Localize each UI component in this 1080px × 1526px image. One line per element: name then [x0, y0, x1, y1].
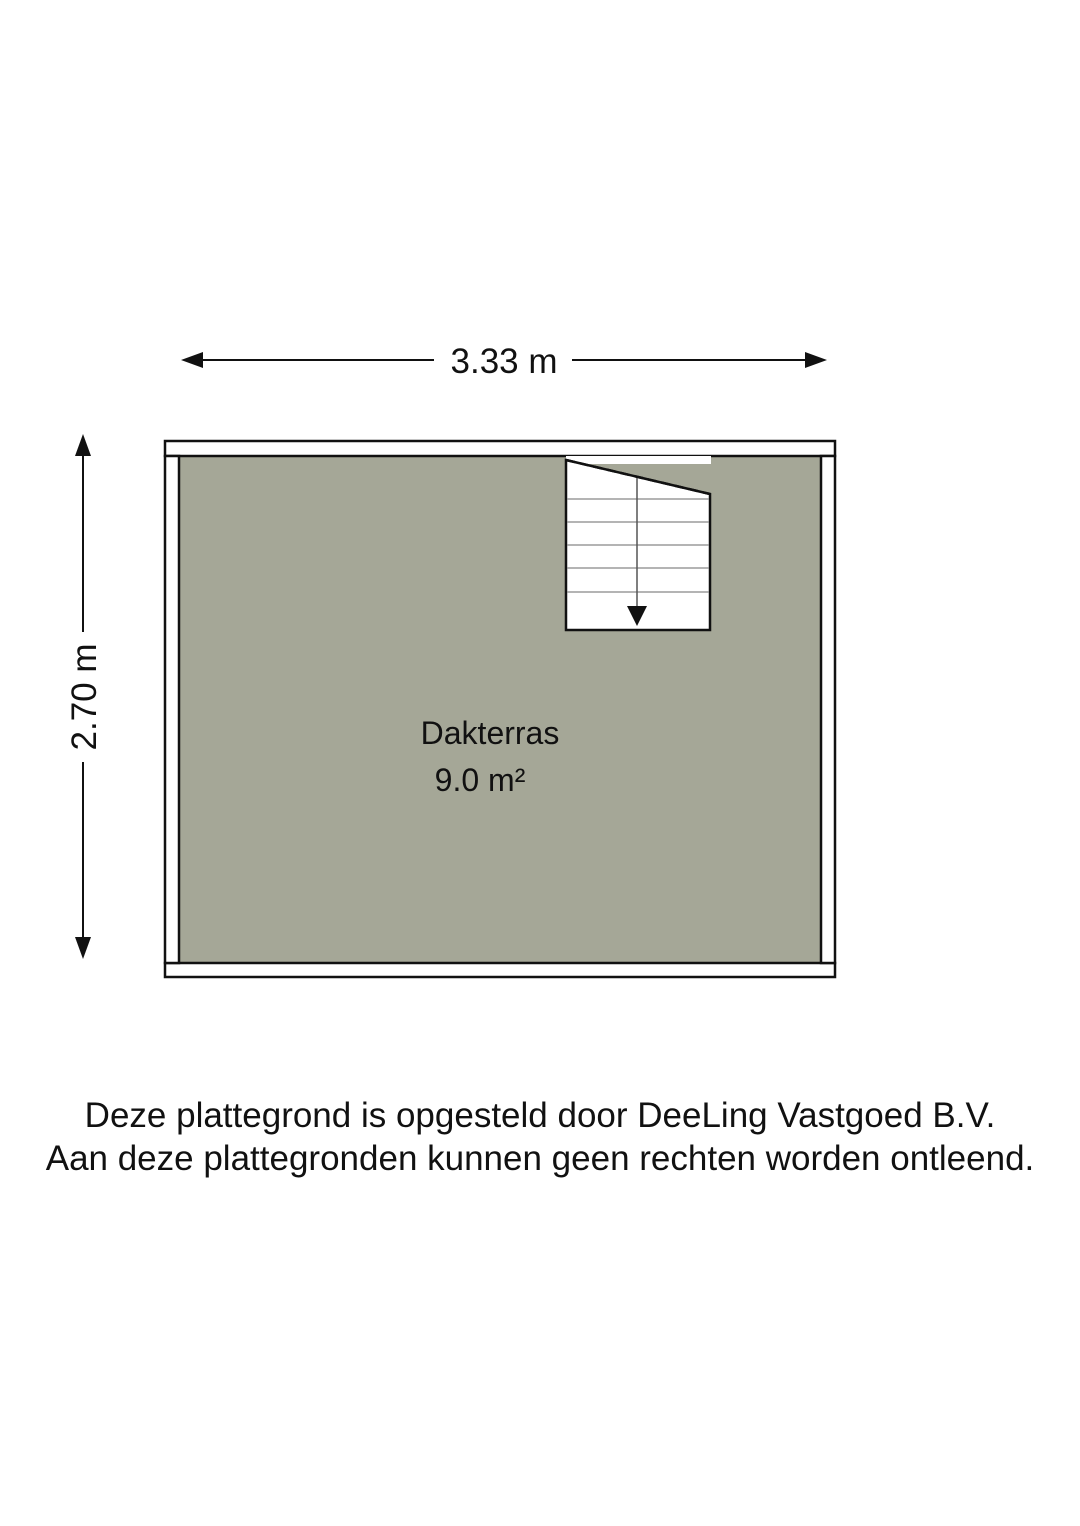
walls	[163, 439, 837, 979]
staircase-landing-edge	[565, 458, 711, 496]
width-dimension-label: 3.33 m	[451, 342, 558, 381]
arrow-left-icon	[181, 352, 203, 368]
disclaimer-line-1: Deze plattegrond is opgesteld door DeeLi…	[84, 1096, 996, 1135]
arrow-up-icon	[75, 434, 91, 456]
arrow-right-icon	[805, 352, 827, 368]
wall-right	[819, 454, 837, 965]
stair-treads	[567, 498, 709, 593]
wall-top	[163, 439, 837, 458]
room-area: 9.0 m²	[435, 762, 526, 798]
height-dimension-label: 2.70 m	[65, 644, 104, 751]
room-name: Dakterras	[421, 715, 560, 751]
height-dimension: 2.70 m	[65, 434, 104, 959]
staircase	[564, 456, 712, 632]
stair-direction-arrow-icon	[627, 606, 647, 626]
wall-bottom	[163, 961, 837, 979]
wall-left	[163, 454, 181, 965]
width-dimension: 3.33 m	[181, 342, 827, 381]
disclaimer-line-2: Aan deze plattegronden kunnen geen recht…	[45, 1139, 1035, 1178]
arrow-down-icon	[75, 937, 91, 959]
staircase-top-gap	[566, 456, 711, 464]
room-floor	[179, 456, 821, 963]
